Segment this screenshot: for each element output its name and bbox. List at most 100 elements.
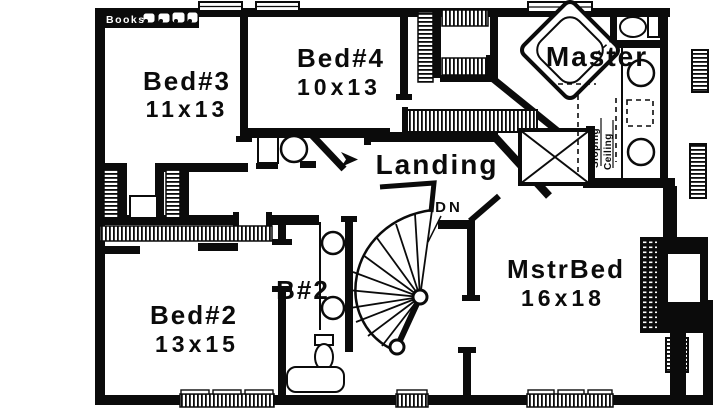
wall-mstr-corner-diagonal: [468, 193, 501, 224]
door-jamb: [396, 94, 412, 100]
mstrbed-dims: 16x18: [521, 285, 605, 311]
bed2-closet-hatch: [99, 225, 273, 242]
wall-top: [95, 8, 670, 17]
stair-rail: [394, 295, 423, 349]
wall-landing-north: [368, 132, 498, 142]
closet-hatch: [103, 169, 119, 219]
bed2-label: Bed#2: [150, 300, 238, 330]
closet-hatch: [441, 9, 489, 27]
door-jamb: [341, 216, 357, 222]
wall-watercloset-h: [610, 40, 667, 48]
bath2-fixtures: [286, 222, 346, 393]
bed3-label: Bed#3: [143, 66, 231, 96]
interior-walls: [95, 8, 677, 400]
door-jamb: [236, 136, 252, 142]
sink: [626, 137, 656, 167]
master-bath-label: Master: [546, 41, 648, 72]
linen-cabinet: [257, 136, 279, 164]
wall-closet-divider: [433, 8, 441, 78]
sink: [320, 295, 346, 321]
chimney-stem-bottom: [670, 333, 686, 395]
window-top-1: [198, 1, 243, 12]
wall-stair-L-v: [467, 220, 475, 297]
wall-closet-stub: [440, 75, 492, 82]
wall-watercloset-v: [610, 8, 617, 46]
arrow-marker: [341, 152, 358, 167]
wall-bed4-south: [240, 128, 390, 138]
door-jamb: [272, 286, 292, 292]
window-bottom-bed2: [179, 389, 275, 408]
wall-bath2-left-a: [278, 215, 286, 243]
corner-tub: [519, 0, 621, 101]
bed2-dims: 13x15: [155, 331, 239, 357]
newel-post: [411, 288, 429, 306]
firebox: [668, 254, 700, 302]
hall-rail-hatch: [404, 109, 538, 133]
door-swing-dashed: [595, 39, 613, 55]
closet-hatch: [417, 11, 434, 83]
stair-treads: [347, 209, 433, 347]
wall-bed3-bottom-b: [158, 163, 248, 172]
wall-bed3-right: [240, 8, 248, 140]
window-right-2: [689, 143, 707, 199]
labels: Books Bed#3 11x13 Bed#4 10x13 Master Lan…: [106, 14, 648, 357]
wall-hall-long-b: [268, 215, 319, 225]
closet-stub-3: [180, 163, 189, 220]
wall-mstr-top: [583, 178, 675, 188]
closet-stub-1: [118, 163, 127, 220]
mstrbed-label: MstrBed: [507, 254, 625, 284]
spiral-stair: [347, 180, 442, 356]
bathtub: [286, 366, 345, 393]
window-right-1: [691, 49, 709, 93]
x-braced-box: [518, 128, 592, 186]
closet-hatch: [441, 57, 488, 76]
toilet: [314, 334, 334, 371]
fireplace-brick-hatch: [642, 241, 657, 329]
wall-stair-L-h: [438, 220, 475, 229]
wall-tub-diagonal: [489, 75, 563, 136]
wall-right-lower: [703, 300, 713, 405]
desk-shelf: [129, 195, 158, 219]
wall-right-upper-bath: [660, 8, 668, 188]
wall-hall-long-a: [95, 215, 237, 225]
bed3-dims: 11x13: [146, 96, 229, 122]
wall-bath2-right: [345, 220, 353, 352]
closet-hatching: [99, 9, 538, 242]
chimney-stem-top: [663, 186, 677, 240]
landing-label: Landing: [376, 149, 499, 180]
door-jamb: [462, 295, 480, 301]
toilet: [619, 15, 660, 38]
closet-hatch: [165, 169, 181, 219]
sink: [626, 58, 656, 88]
bookshelf-label: Books: [106, 14, 146, 26]
closet-stub-2: [155, 163, 164, 220]
sink: [279, 134, 309, 164]
closet-front-stub-a: [104, 246, 140, 254]
nook-diagonal-wall: [306, 129, 347, 172]
wall-left: [95, 8, 105, 405]
window-bottom-hall: [395, 389, 429, 408]
newel-post: [388, 338, 406, 356]
nook-front-wall: [256, 163, 278, 169]
stair-dn-label: DN: [435, 199, 463, 216]
stair-outer-curve: [354, 208, 433, 354]
door-jamb: [458, 347, 476, 353]
sloping-label: Sloping: [590, 128, 601, 168]
bed4-label: Bed#4: [297, 43, 385, 73]
sink: [320, 230, 346, 256]
door-jamb: [272, 239, 292, 245]
bookshelf: [103, 10, 199, 28]
rail-jamb: [402, 107, 408, 135]
hall-nook: [129, 129, 347, 219]
ceiling-label: Ceiling: [603, 133, 614, 170]
dn-leader-line: [427, 215, 442, 243]
closet-front-stub-b: [198, 243, 238, 251]
bed4-dims: 10x13: [297, 74, 381, 100]
bath2-label: B#2: [276, 275, 330, 305]
wall-bath2-left-b: [278, 290, 286, 397]
door-jamb: [233, 212, 239, 228]
door-jamb: [266, 212, 272, 228]
door-jamb: [364, 129, 371, 145]
